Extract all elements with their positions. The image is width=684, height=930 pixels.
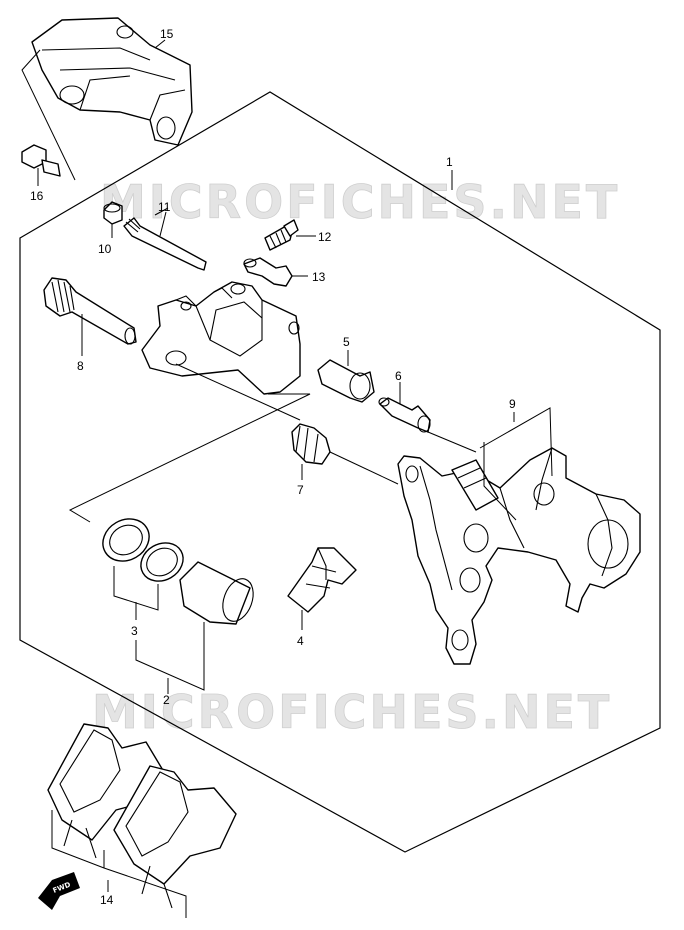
leader-7-guide [329,451,399,485]
leader-9 [479,407,553,521]
leader-14 [51,810,187,918]
callout-1: 1 [446,155,453,169]
part-12-bleeder[interactable] [264,219,299,251]
piston[interactable] [179,561,259,625]
part-5-sleeve[interactable] [317,359,375,403]
callout-6: 6 [395,369,402,383]
part-7-boot[interactable] [291,423,331,465]
callout-2: 2 [163,693,170,707]
leader-caliper-seal [68,393,311,523]
part-15-bracket[interactable] [31,17,193,146]
leader-2 [135,622,205,694]
watermark-bottom: MICROFICHES.NET [92,685,612,739]
part-11-pin[interactable] [123,217,207,271]
leader-3 [113,566,159,620]
callout-8: 8 [77,359,84,373]
part-8-slide-pin[interactable] [43,277,137,345]
callout-13: 13 [312,270,326,284]
fwd-arrow-icon: FWD [38,872,80,910]
watermark-top: MICROFICHES.NET [100,175,620,229]
callout-3: 3 [131,624,138,638]
leader-6-guide [427,431,477,453]
part-4-pad-spring[interactable] [287,547,357,613]
callout-16: 16 [30,189,44,203]
part-9-caliper-bracket[interactable] [397,447,641,665]
callout-4: 4 [297,634,304,648]
callout-11: 11 [158,200,171,214]
part-3-seals[interactable] [95,511,190,589]
callout-15: 15 [160,27,174,41]
callout-7: 7 [297,483,304,497]
leader-11 [154,207,169,237]
assembly-frame [19,91,661,853]
callout-14: 14 [100,893,114,907]
leader-15-frame [21,49,76,181]
leader-15 [154,39,166,49]
callout-10: 10 [98,242,112,256]
callout-12: 12 [318,230,332,244]
part-16-bolt[interactable] [21,144,61,177]
leader-caliper-bracket [175,363,301,421]
callout-9: 9 [509,397,516,411]
callout-5: 5 [343,335,350,349]
part-13-cap[interactable] [243,257,293,287]
part-14-brake-pads[interactable] [47,723,237,909]
caliper-body[interactable] [141,281,301,395]
part-6-pin[interactable] [378,397,431,433]
part-10-boot[interactable] [103,201,123,225]
